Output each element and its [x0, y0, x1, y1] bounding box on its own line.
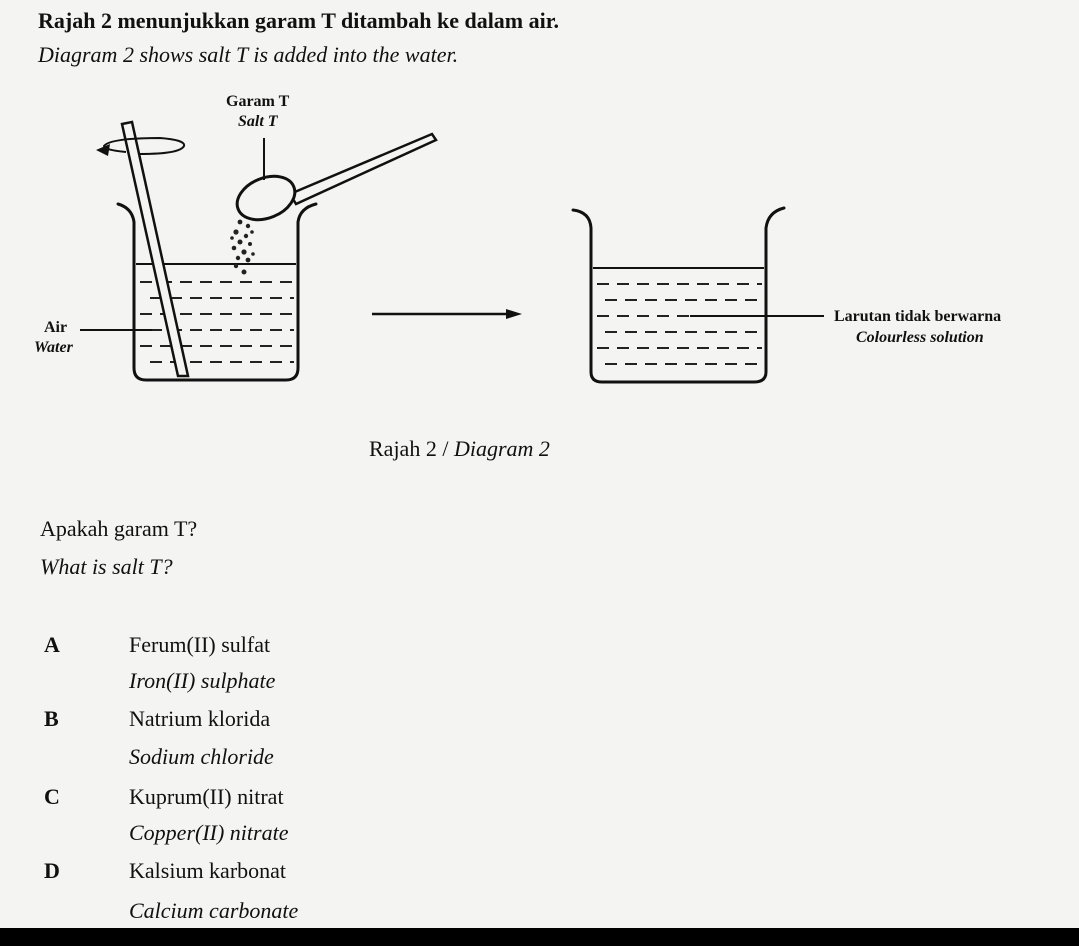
- diagram-2: [80, 120, 824, 384]
- option-d-letter: D: [44, 858, 60, 883]
- diagram-caption: Rajah 2 / Diagram 2: [369, 436, 550, 461]
- falling-salt: [230, 219, 255, 275]
- salt-label-english: Salt T: [238, 113, 278, 130]
- right-beaker: [571, 206, 786, 384]
- option-b-letter: B: [44, 706, 59, 731]
- option-c-malay: Kuprum(II) nitrat: [129, 784, 284, 809]
- option-d-malay: Kalsium karbonat: [129, 858, 287, 883]
- intro-malay: Rajah 2 menunjukkan garam T ditambah ke …: [38, 8, 559, 33]
- solution-label-malay: Larutan tidak berwarna: [834, 308, 1002, 325]
- question-english: What is salt T?: [40, 554, 173, 579]
- option-c-english: Copper(II) nitrate: [129, 820, 289, 845]
- spoon-bowl: [235, 174, 297, 222]
- option-b-malay: Natrium klorida: [129, 706, 271, 731]
- left-beaker: [116, 202, 318, 382]
- question-malay: Apakah garam T?: [40, 516, 198, 541]
- glass-rod: [120, 120, 190, 378]
- option-a-english: Iron(II) sulphate: [129, 668, 276, 693]
- bottom-edge-bar: [0, 928, 1079, 946]
- option-a-malay: Ferum(II) sulfat: [129, 632, 271, 657]
- option-a-letter: A: [44, 632, 60, 657]
- solution-label-english: Colourless solution: [856, 329, 984, 346]
- option-d-english: Calcium carbonate: [129, 898, 299, 923]
- right-liquid: [597, 283, 762, 365]
- water-label-malay: Air: [44, 319, 68, 336]
- stir-direction-arrow: [102, 136, 186, 155]
- water-label-english: Water: [34, 339, 73, 356]
- spoon-handle: [288, 132, 438, 206]
- option-c-letter: C: [44, 784, 60, 809]
- salt-label-malay: Garam T: [226, 93, 290, 110]
- option-b-english: Sodium chloride: [129, 744, 274, 769]
- intro-english: Diagram 2 shows salt T is added into the…: [38, 42, 459, 67]
